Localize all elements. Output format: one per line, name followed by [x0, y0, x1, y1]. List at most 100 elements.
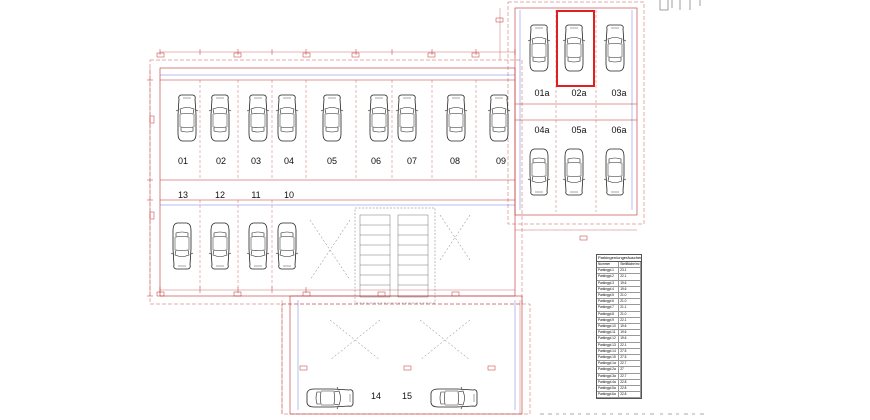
area-cell: 22.8: [618, 379, 641, 387]
space-name-cell: Parkingpl.5: [597, 292, 620, 300]
area-cell: 22.7: [618, 360, 641, 368]
space-name-cell: Parkingpl.1a: [597, 360, 620, 368]
space-name-cell: Parkingpl.11: [597, 329, 620, 337]
space-name-cell: Parkingpl.13: [597, 342, 620, 349]
area-cell: 22.1: [618, 273, 641, 281]
space-name-cell: Parkingpl.2a: [597, 366, 620, 374]
north-mark: [659, 0, 701, 11]
space-name-cell: Parkingpl.8: [597, 311, 620, 318]
column-markers: [149, 17, 588, 371]
space-label: 13: [178, 190, 188, 200]
space-label: 15: [402, 391, 412, 401]
area-cell: 27.5: [618, 348, 641, 356]
space-label: 03: [251, 156, 261, 166]
area-cell: 22.8: [618, 391, 641, 399]
space-labels: 01 02 03 04 05 06 07 08 09 13 12 11 10 0…: [178, 88, 627, 401]
highlighted-space-02a[interactable]: [556, 10, 595, 87]
space-name-cell: Parkingpl.7: [597, 304, 620, 312]
area-cell: 19.6: [618, 329, 641, 337]
space-name-cell: Parkingpl.15: [597, 354, 620, 362]
space-label: 10: [284, 190, 294, 200]
space-label: 11: [251, 190, 260, 200]
space-label: 04: [284, 156, 294, 166]
area-cell: 22.8: [618, 385, 641, 393]
space-label: 08: [450, 156, 460, 166]
space-name-cell: Parkingpl.3: [597, 280, 620, 287]
space-name-cell: Parkingpl.9: [597, 317, 620, 325]
area-cell: 21.0: [618, 298, 641, 306]
space-name-cell: Parkingpl.4: [597, 286, 620, 294]
bay-dividers: [199, 10, 597, 290]
area-cell: 21.0: [618, 292, 641, 300]
table-header-row: Nummer Stellfläche/m²: [597, 262, 641, 269]
parking-area-table: Parkingen/ungeräuschen 2 Nummer Stellflä…: [596, 254, 642, 400]
space-label: 01: [178, 156, 188, 166]
space-name-cell: Parkingpl.12: [597, 335, 620, 343]
space-name-cell: Parkingpl.14: [597, 348, 620, 356]
space-label: 09: [496, 156, 506, 166]
space-name-cell: Parkingpl.4a: [597, 379, 620, 387]
space-label: 06a: [611, 125, 626, 135]
space-name-cell: Parkingpl.6: [597, 298, 620, 306]
area-cell: 27: [618, 366, 641, 374]
space-label: 14: [371, 391, 381, 401]
column-header: Nummer: [597, 262, 620, 269]
column-header: Stellfläche/m²: [618, 262, 641, 269]
area-cell: 23.1: [618, 267, 641, 275]
space-label: 06: [371, 156, 381, 166]
space-label: 05: [327, 156, 337, 166]
table-caption: Parkingen/ungeräuschen 2: [597, 255, 641, 262]
space-name-cell: Parkingpl.5a: [597, 385, 620, 393]
area-cell: 19.6: [618, 286, 641, 294]
space-name-cell: Parkingpl.10: [597, 323, 620, 331]
building-outline: [149, 1, 645, 415]
area-cell: 21.1: [618, 304, 641, 312]
area-cell: 19.6: [618, 323, 641, 331]
area-cell: 22.1: [618, 342, 641, 349]
space-name-cell: Parkingpl.3a: [597, 373, 620, 380]
area-cell: 22.1: [618, 317, 641, 325]
space-label: 04a: [534, 125, 549, 135]
grid-guides: [160, 10, 633, 410]
space-label: 07: [407, 156, 417, 166]
space-label: 02a: [571, 88, 586, 98]
space-label: 03a: [611, 88, 626, 98]
dimension-ticks: [147, 49, 516, 297]
stair-core: [309, 207, 471, 361]
space-name-cell: Parkingpl.6a: [597, 391, 620, 399]
area-cell: 19.6: [618, 280, 641, 287]
space-label: 12: [215, 190, 225, 200]
space-label: 05a: [571, 125, 586, 135]
area-cell: 22.7: [618, 373, 641, 380]
space-label: 02: [216, 156, 226, 166]
dimension-lines: [149, 8, 637, 414]
space-label: 01a: [534, 88, 549, 98]
space-name-cell: Parkingpl.1: [597, 267, 620, 275]
space-name-cell: Parkingpl.2: [597, 273, 620, 281]
area-cell: 21.0: [618, 311, 641, 318]
area-cell: 19.6: [618, 335, 641, 343]
